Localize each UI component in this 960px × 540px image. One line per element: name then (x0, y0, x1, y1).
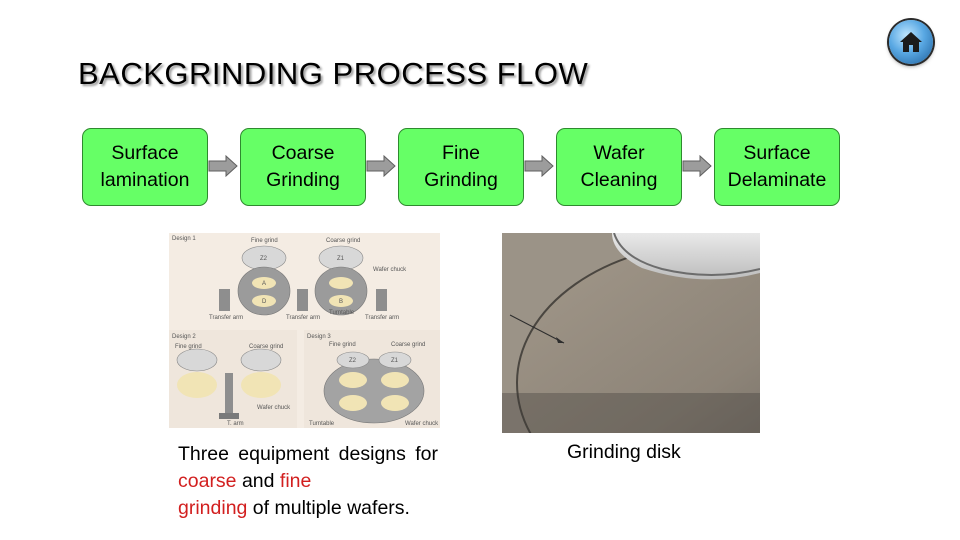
z2-label: Z2 (349, 358, 357, 364)
fine-grind-label: Fine grind (251, 238, 278, 244)
wafer-chuck-label: Wafer chuck (373, 267, 407, 273)
design1-label: Design 1 (172, 236, 196, 242)
a-label: A (262, 281, 266, 287)
equipment-designs-illustration: Design 1 Fine grind Coarse grind Z2 Z1 A… (169, 233, 440, 428)
flow-step-label: Coarse Grinding (266, 142, 340, 191)
caption-text: of multiple wafers. (247, 497, 410, 519)
flow-step-wafer-cleaning: Wafer Cleaning (556, 128, 682, 206)
caption-coarse-highlight: coarse (178, 470, 237, 492)
home-icon (900, 32, 922, 52)
right-arrow-icon (208, 155, 238, 177)
flow-step-label: Surface Delaminate (727, 142, 827, 191)
wafer-chuck-label: Wafer chuck (257, 405, 291, 411)
t-arm-label: T. arm (227, 421, 244, 427)
turntable-label: Turntable (329, 310, 355, 316)
right-arrow-icon (682, 155, 712, 177)
d-label: D (262, 299, 267, 305)
caption-text: and (236, 470, 280, 492)
flow-step-label: Wafer Cleaning (580, 142, 658, 191)
flow-step-fine-grinding: Fine Grinding (398, 128, 524, 206)
z1-label: Z1 (337, 256, 345, 262)
flow-step-label: Fine Grinding (424, 142, 498, 191)
fine-grind-label: Fine grind (175, 344, 202, 350)
equipment-designs-figure: Design 1 Fine grind Coarse grind Z2 Z1 A… (169, 233, 440, 428)
coarse-grind-label: Coarse grind (249, 344, 283, 350)
z1-label: Z1 (391, 358, 399, 364)
transfer-arm-label: Transfer arm (209, 315, 243, 321)
fine-grind-label: Fine grind (329, 342, 356, 348)
transfer-arm-label: Transfer arm (286, 315, 320, 321)
flow-step-surface-lamination: Surface lamination (82, 128, 208, 206)
z2-label: Z2 (260, 256, 268, 262)
design2-label: Design 2 (172, 334, 196, 340)
right-arrow-icon (524, 155, 554, 177)
slide-title: BACKGRINDING PROCESS FLOW (78, 56, 589, 91)
transfer-arm-label: Transfer arm (365, 315, 399, 321)
home-button[interactable] (889, 20, 933, 64)
grinding-disk-caption: Grinding disk (567, 441, 681, 463)
coarse-grind-label: Coarse grind (391, 342, 425, 348)
coarse-grind-label: Coarse grind (326, 238, 360, 244)
right-arrow-icon (366, 155, 396, 177)
design3-label: Design 3 (307, 334, 331, 340)
b-label: B (339, 299, 343, 305)
caption-text: Three equipment designs for (178, 443, 438, 465)
flow-step-label: Surface lamination (100, 142, 190, 191)
grinding-disk-image (502, 233, 760, 433)
flow-step-coarse-grinding: Coarse Grinding (240, 128, 366, 206)
equipment-designs-caption: Three equipment designs for coarse and f… (178, 441, 438, 522)
grinding-disk-photo (502, 233, 760, 433)
caption-grinding-highlight: grinding (178, 497, 248, 519)
wafer-chuck-label: Wafer chuck (405, 421, 439, 427)
turntable-label: Turntable (309, 421, 335, 427)
flow-step-surface-delaminate: Surface Delaminate (714, 128, 840, 206)
caption-fine-highlight: fine (279, 470, 312, 492)
